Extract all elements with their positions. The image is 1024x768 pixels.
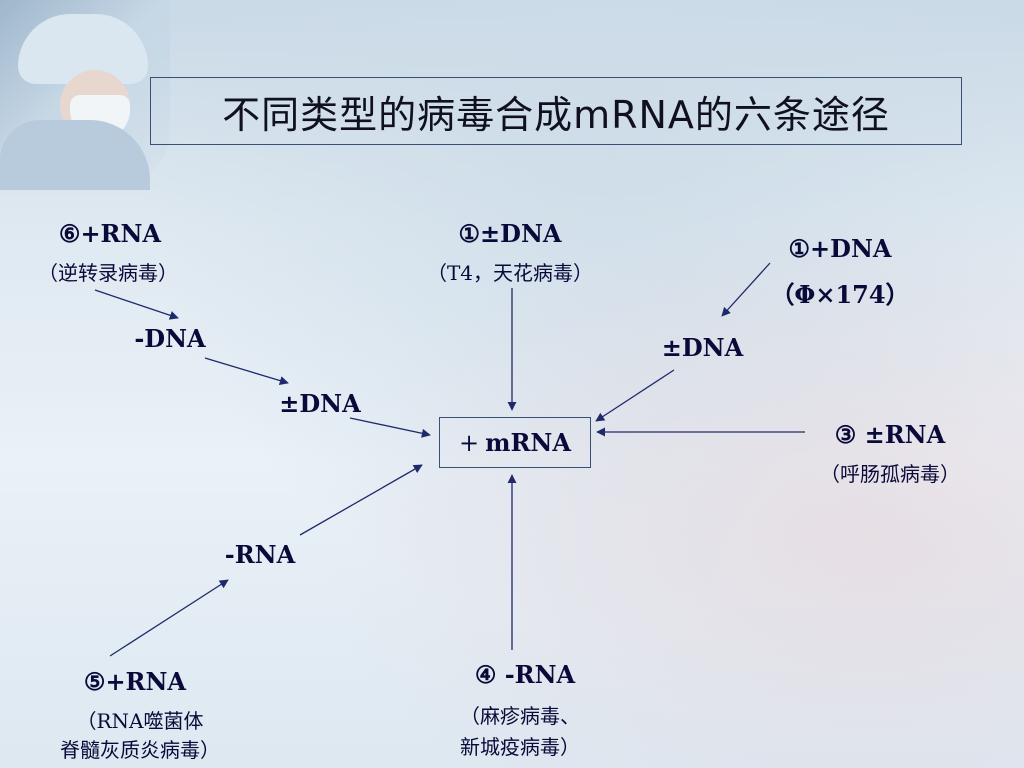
doctor-photo bbox=[0, 0, 170, 190]
pathway-4-subtitle-1: （麻疹病毒、 bbox=[460, 704, 580, 728]
arrow-pm-dna-to-mrna bbox=[349, 417, 431, 438]
pathway-1a-subtitle: （T4，天花病毒） bbox=[426, 261, 594, 285]
pathway-1a-title: ①±DNA bbox=[458, 219, 562, 248]
pathway-4-title: ④ -RNA bbox=[474, 660, 576, 689]
pathway-6-minus-dna: -DNA bbox=[134, 324, 206, 353]
pathway-6-subtitle: （逆转录病毒） bbox=[38, 261, 178, 285]
pathway-3-title: ③ ±RNA bbox=[834, 420, 946, 449]
pathway-1b-subtitle: （Φ×174） bbox=[770, 280, 910, 309]
pathway-3-subtitle: （呼肠孤病毒） bbox=[820, 462, 960, 486]
title-box: 不同类型的病毒合成mRNA的六条途径 bbox=[150, 77, 962, 145]
arrow-minus-rna-to-mrna bbox=[299, 464, 423, 536]
pathway-5-subtitle-2: 脊髓灰质炎病毒） bbox=[60, 738, 220, 762]
arrow-p6-to-minus-dna bbox=[94, 289, 179, 320]
mrna-label: mRNA bbox=[485, 428, 571, 457]
arrow-p1b-to-pm-dna bbox=[721, 262, 771, 317]
arrow-minus-dna-to-pm-dna bbox=[204, 357, 289, 385]
pathway-4-subtitle-2: 新城疫病毒） bbox=[460, 735, 580, 759]
mrna-prefix: + bbox=[458, 428, 480, 457]
arrow-p5-to-minus-rna bbox=[109, 579, 229, 657]
pathway-5-minus-rna: -RNA bbox=[224, 540, 296, 569]
mrna-box: + mRNA bbox=[439, 417, 591, 468]
pathway-1b-pm-dna: ±DNA bbox=[661, 333, 744, 362]
page-title: 不同类型的病毒合成mRNA的六条途径 bbox=[222, 92, 890, 137]
pathway-6-title: ⑥+RNA bbox=[58, 219, 162, 248]
arrow-pm-dna-right-to-mrna bbox=[595, 369, 675, 422]
pathway-1b-title: ①+DNA bbox=[788, 234, 892, 263]
surgical-gown bbox=[0, 120, 150, 190]
pathway-5-title: ⑤+RNA bbox=[83, 667, 187, 696]
pathway-6-pm-dna: ±DNA bbox=[279, 389, 361, 418]
pathway-5-subtitle-1: （RNA噬菌体 bbox=[76, 709, 204, 733]
